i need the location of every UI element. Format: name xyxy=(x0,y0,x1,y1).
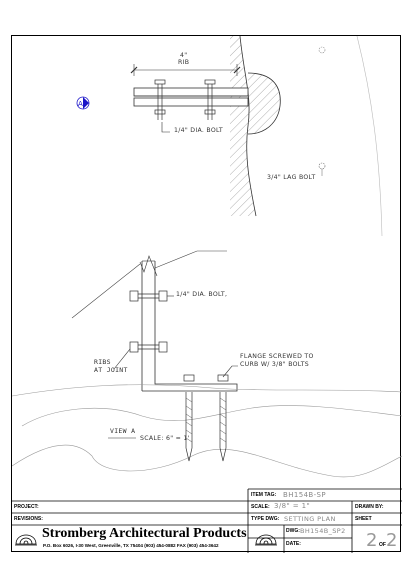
flange-label-2: CURB W/ 3/8" BOLTS xyxy=(240,361,310,368)
company-name: Stromberg Architectural Products xyxy=(42,526,247,541)
item-tag-value: BH154B-SP xyxy=(283,491,327,499)
cap-bulge xyxy=(247,72,281,135)
bolt-label-bottom: 1/4" DIA. BOLT, xyxy=(176,291,228,298)
type-dwg-value: SETTING PLAN xyxy=(284,515,336,523)
sheet-of: OF xyxy=(379,542,386,548)
view-label: VIEW A xyxy=(110,427,136,435)
post xyxy=(141,261,238,392)
detail-drawing: A xyxy=(12,36,402,553)
scale-value: 3/8" = 1" xyxy=(274,502,311,510)
bolt-label-top: 1/4" DIA. BOLT xyxy=(174,127,223,134)
sheet-label: SHEET xyxy=(355,516,372,522)
date-label: DATE: xyxy=(286,541,301,547)
rib-plate-bottom xyxy=(133,97,249,107)
logo-mark xyxy=(15,534,277,546)
view-scale-label: SCALE: 6" = 1' xyxy=(140,435,190,442)
company-address: P.O. Box 6026, I-30 West, Greenville, TX… xyxy=(43,543,219,548)
sheet-total: 2 xyxy=(386,530,398,551)
curb xyxy=(12,384,402,397)
revisions-label: REVISIONS: xyxy=(14,516,43,522)
at-joint-label: AT JOINT xyxy=(94,366,128,374)
scale-label: SCALE: xyxy=(251,504,270,510)
item-tag-label: ITEM TAG: xyxy=(251,492,277,498)
lag-bolt-label: 3/4" LAG BOLT xyxy=(267,174,316,181)
far-curve xyxy=(356,36,383,237)
drawn-by-label: DRAWN BY: xyxy=(355,504,384,510)
flange-label-1: FLANGE SCREWED TO xyxy=(240,353,314,360)
svg-text:A: A xyxy=(78,100,83,108)
dimension-value: 4" xyxy=(180,52,188,59)
sheet-number: 2 xyxy=(366,530,378,551)
rib-plate-top xyxy=(133,87,249,97)
drawing-sheet: A xyxy=(11,35,402,553)
dwg-label: DWG: xyxy=(286,528,300,534)
type-dwg-label: TYPE DWG: xyxy=(251,516,280,522)
project-label: PROJECT: xyxy=(14,504,39,510)
ribs-label: RIBS xyxy=(94,358,111,366)
dimension-label: RIB xyxy=(178,59,190,66)
wall-section xyxy=(230,36,256,216)
dwg-value: BH154B_SP2 xyxy=(300,527,346,535)
ribbed-slope xyxy=(71,250,227,319)
